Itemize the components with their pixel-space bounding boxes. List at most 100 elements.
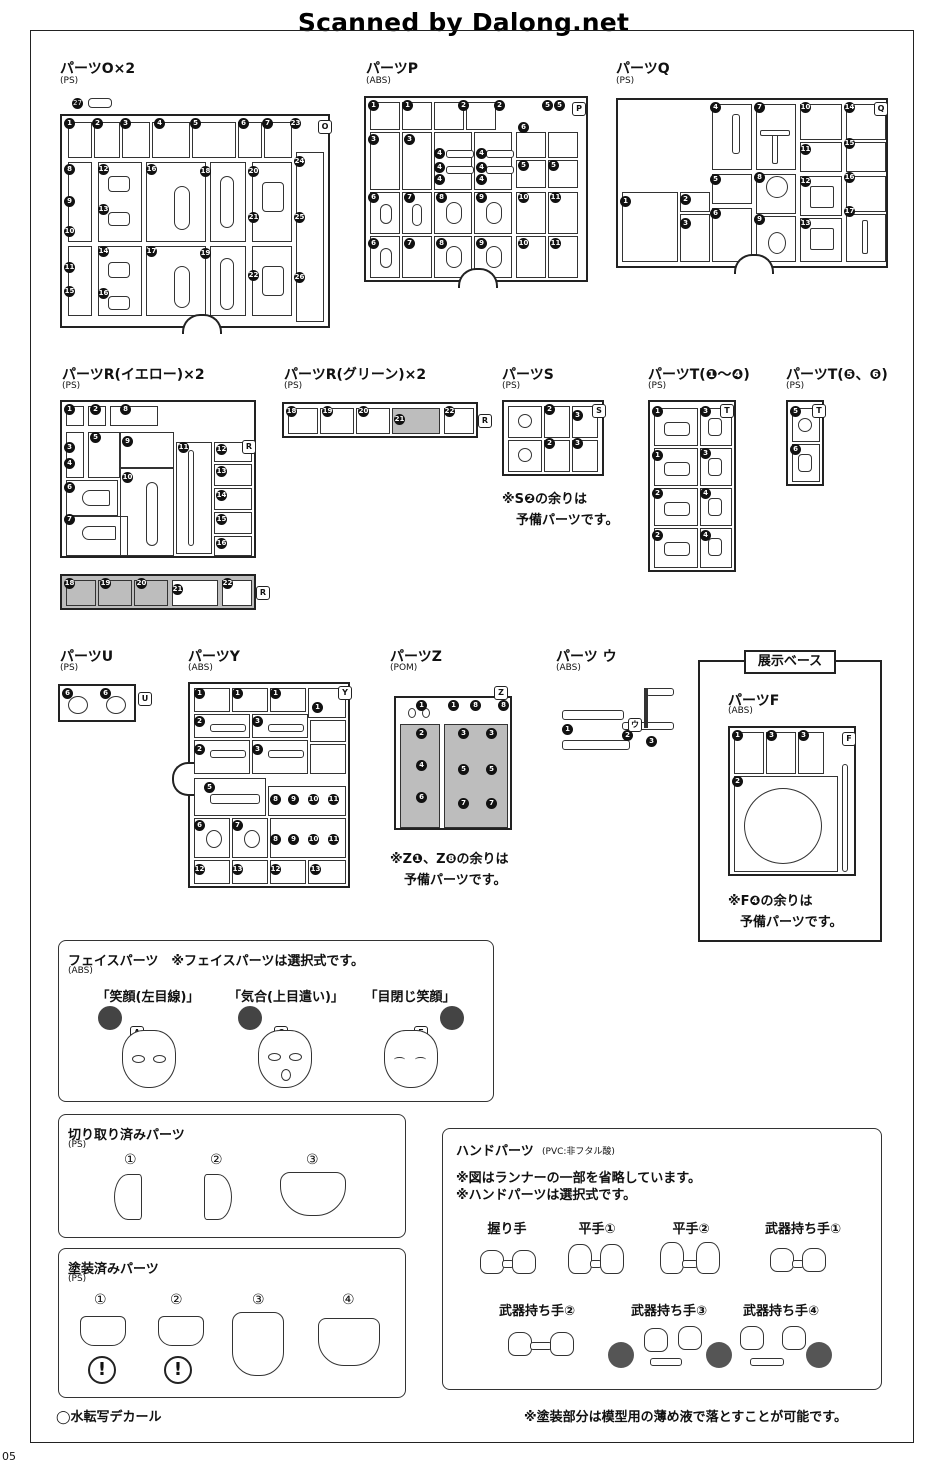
part-number-badge: 14 xyxy=(98,246,109,257)
part-number-badge: 9 xyxy=(288,834,299,845)
part-number-badge: 1 xyxy=(64,118,75,129)
part-number-badge: 16 xyxy=(98,288,109,299)
runner-cell xyxy=(846,176,886,212)
part-number-badge: 21 xyxy=(394,414,405,425)
part-number-badge: 3 xyxy=(252,716,263,727)
runner-cell xyxy=(320,408,354,434)
part-number-badge: 22 xyxy=(222,578,233,589)
painted-parts-material: (PS) xyxy=(68,1274,87,1284)
part-shape xyxy=(412,204,422,226)
painted-2-warning-icon: ! xyxy=(164,1356,192,1384)
painted-part-1 xyxy=(80,1316,126,1346)
part-number-badge: 22 xyxy=(248,270,259,281)
part-shape xyxy=(82,526,116,540)
part-number-badge: 23 xyxy=(290,118,301,129)
runner-z: 1 1 8 8 2 4 6 3 3 5 5 7 7 Z xyxy=(394,686,512,830)
part-number-badge: 2 xyxy=(680,194,691,205)
hand-part xyxy=(550,1332,574,1356)
part-number-badge: 10 xyxy=(122,472,133,483)
runner-r-yellow-title: パーツR(イエロー)×2 xyxy=(62,367,205,383)
part-number-badge: 11 xyxy=(800,144,811,155)
part-number-badge: 12 xyxy=(270,864,281,875)
runner-cell xyxy=(800,142,842,172)
runner-u2: 1 2 3 ウ xyxy=(560,684,680,754)
part-shape xyxy=(664,422,690,436)
part-number-badge: 7 xyxy=(404,192,415,203)
runner-o-part-27: 27 xyxy=(72,98,83,109)
runner-cell xyxy=(268,786,346,816)
part-number-badge: 6 xyxy=(710,208,721,219)
part-number-badge: 20 xyxy=(136,578,147,589)
runner-cell xyxy=(252,162,292,242)
part-number-badge: 5 xyxy=(554,100,565,111)
runner-q-title: パーツQ xyxy=(616,61,670,77)
part-shape xyxy=(760,130,790,136)
runner-cell xyxy=(146,246,206,316)
part-number-badge: 3 xyxy=(252,744,263,755)
runner-cell xyxy=(288,408,318,434)
part-number-badge: 8 xyxy=(270,794,281,805)
watermark: Scanned by Dalong.net xyxy=(297,8,630,37)
precut-parts-title: 切り取り済みパーツ xyxy=(68,1128,185,1143)
face-parts-box xyxy=(58,940,494,1102)
runner-letter-tag: O xyxy=(318,120,332,134)
part-number-badge: 4 xyxy=(434,174,445,185)
runner-cell xyxy=(214,512,252,534)
part-shape xyxy=(664,502,690,516)
runner-y-notch xyxy=(172,762,194,796)
runner-letter-tag: P xyxy=(572,102,586,116)
runner-cell xyxy=(88,432,120,478)
part-number-badge: 18 xyxy=(200,166,211,177)
runner-cell xyxy=(370,192,400,234)
hand-label-weapon-4: 武器持ち手④ xyxy=(742,1304,819,1319)
part-shape xyxy=(646,688,674,696)
part-shape xyxy=(262,182,284,212)
runner-cell xyxy=(654,528,698,568)
part-number-badge: 8 xyxy=(436,192,447,203)
part-shape xyxy=(408,708,416,718)
runner-letter-tag: Y xyxy=(338,686,352,700)
runner-f-note-2: 予備パーツです。 xyxy=(740,915,843,930)
runner-z-note-2: 予備パーツです。 xyxy=(404,873,507,888)
runner-cell xyxy=(402,236,432,278)
runner-cell xyxy=(402,102,432,130)
part-number-badge: 5 xyxy=(204,782,215,793)
part-shape xyxy=(708,418,722,436)
hand-row-1 xyxy=(476,1240,896,1280)
runner-cell xyxy=(152,122,190,158)
part-number-badge: 1 xyxy=(448,700,459,711)
runner-u-material: (PS) xyxy=(60,663,79,673)
part-number-badge: 4 xyxy=(710,102,721,113)
runner-cell xyxy=(756,174,796,214)
painted-label-3: ③ xyxy=(252,1292,265,1308)
runner-cell xyxy=(232,688,268,712)
part-number-badge: 25 xyxy=(294,212,305,223)
part-number-badge: 8 xyxy=(470,700,481,711)
part-shape xyxy=(708,498,722,516)
runner-cell xyxy=(66,480,118,516)
part-shape xyxy=(108,176,130,192)
runner-cell xyxy=(370,236,400,278)
runner-cell xyxy=(700,448,732,486)
hand-parts-note-1: ※図はランナーの一部を省略しています。 xyxy=(456,1171,701,1186)
runner-cell xyxy=(194,778,266,816)
part-number-badge: 4 xyxy=(476,162,487,173)
part-shape xyxy=(380,204,392,224)
runner-cell xyxy=(734,732,764,774)
part-number-badge: 6 xyxy=(194,820,205,831)
part-number-badge: 24 xyxy=(294,156,305,167)
part-number-badge: 3 xyxy=(458,728,469,739)
part-number-badge: 3 xyxy=(766,730,777,741)
runner-cell xyxy=(548,236,578,278)
part-number-badge: 3 xyxy=(680,218,691,229)
part-shape xyxy=(622,722,674,730)
part-number-badge: 9 xyxy=(754,214,765,225)
runner-s-material: (PS) xyxy=(502,381,521,391)
runner-cell xyxy=(466,102,496,130)
part-number-badge: 21 xyxy=(248,212,259,223)
runner-y: 1 1 1 1 2 3 2 3 5 8 9 10 11 6 7 8 9 10 1… xyxy=(188,682,352,888)
runner-letter-tag: T xyxy=(720,404,734,418)
part-number-badge: 5 xyxy=(518,160,529,171)
part-number-badge: 7 xyxy=(232,820,243,831)
part-number-badge: 22 xyxy=(444,406,455,417)
